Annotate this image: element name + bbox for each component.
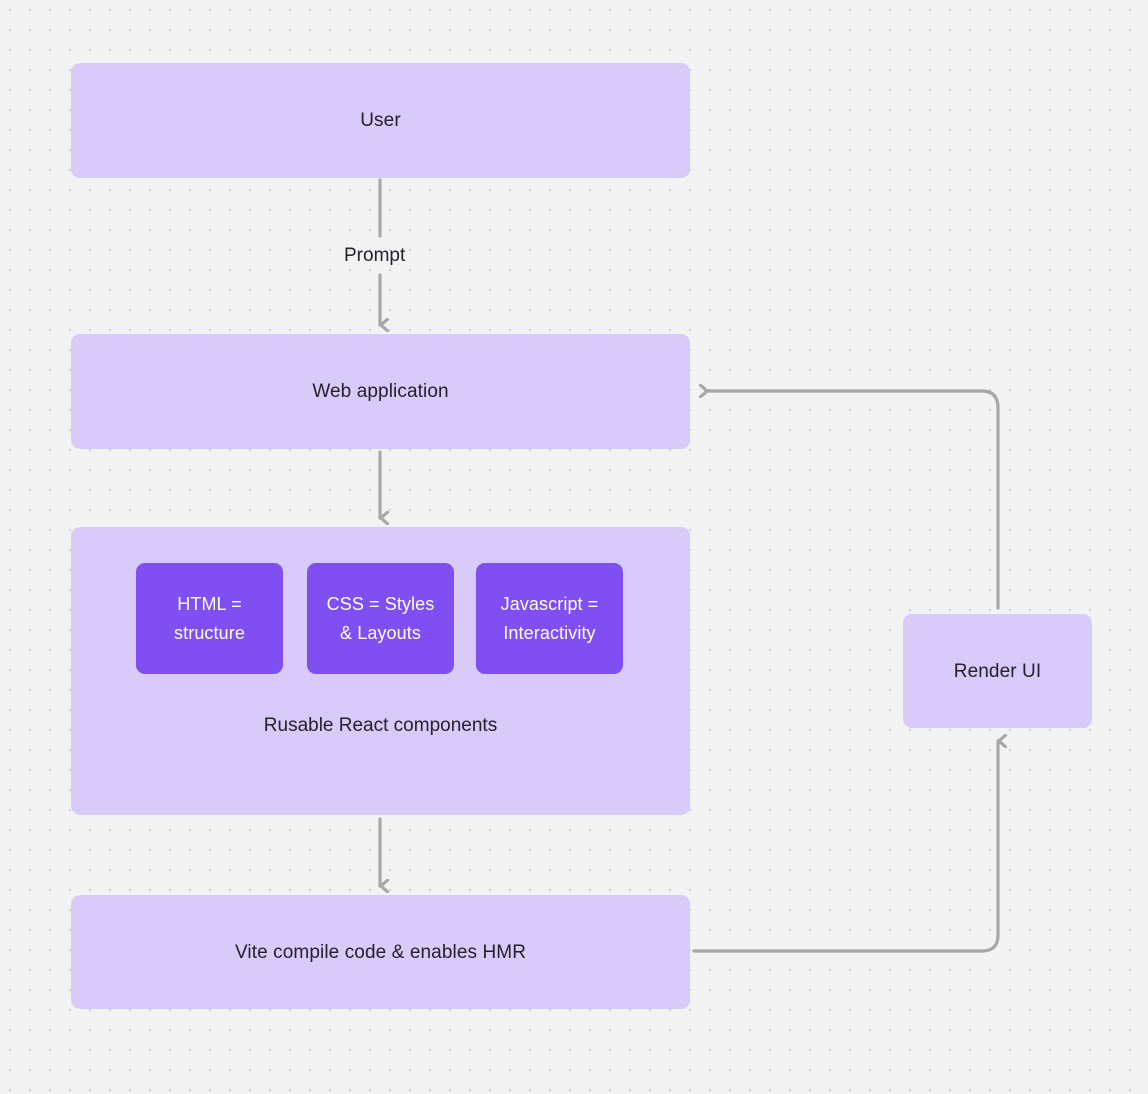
edge-render-ui-to-web-application [708, 391, 1000, 610]
node-javascript[interactable]: Javascript = Interactivity [476, 563, 623, 674]
node-vite[interactable]: Vite compile code & enables HMR [71, 895, 690, 1009]
node-javascript-label: Javascript = Interactivity [500, 593, 599, 643]
node-vite-label: Vite compile code & enables HMR [234, 941, 527, 963]
node-user-label: User [360, 110, 401, 131]
node-render-ui[interactable]: Render UI [903, 614, 1092, 728]
node-css-label: CSS = Styles & Layouts [326, 593, 435, 643]
node-render-ui-label: Render UI [953, 660, 1042, 682]
edge-vite-to-render-ui [692, 741, 998, 953]
node-user[interactable]: User [71, 63, 690, 178]
edge-label-prompt: Prompt [344, 245, 406, 266]
node-components-group[interactable]: HTML = structure CSS = Styles & Layouts … [71, 527, 690, 815]
node-css[interactable]: CSS = Styles & Layouts [307, 563, 454, 674]
node-html-label: HTML = structure [174, 593, 245, 643]
node-web-application-label: Web application [312, 381, 449, 402]
node-web-application[interactable]: Web application [71, 334, 690, 449]
node-html[interactable]: HTML = structure [136, 563, 283, 674]
node-components-group-note: Rusable React components [263, 715, 498, 736]
